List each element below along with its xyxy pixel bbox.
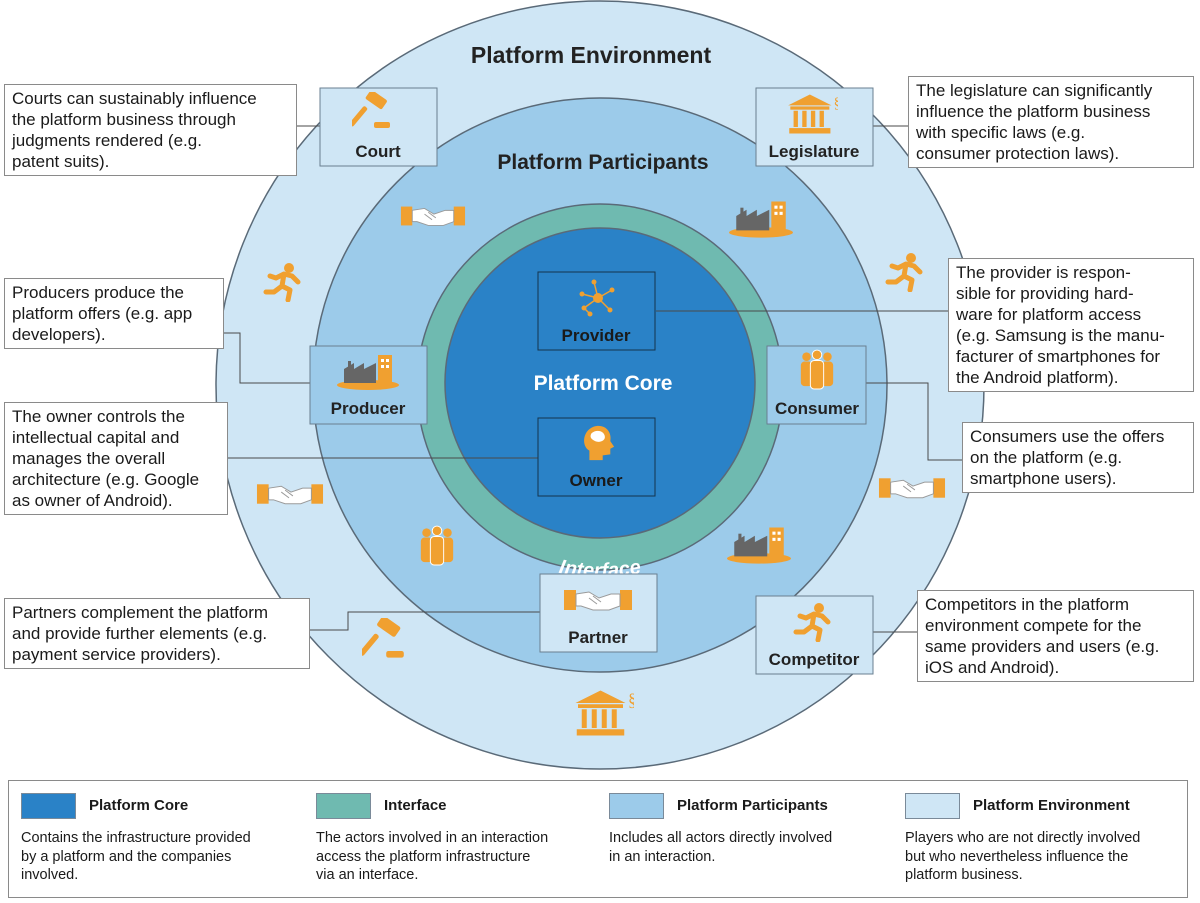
court-callout: Courts can sustainably influence the pla… — [4, 84, 297, 176]
consumer-label: Consumer — [775, 399, 859, 418]
consumer-node[interactable]: Consumer — [766, 345, 867, 425]
court-label: Court — [355, 142, 401, 161]
legend-title-interface: Interface — [384, 797, 447, 814]
competitor-node[interactable]: Competitor — [755, 595, 874, 675]
legend-title-environment: Platform Environment — [973, 797, 1130, 814]
group-icon — [420, 525, 454, 566]
legislature-node[interactable]: Legislature — [755, 87, 874, 167]
owner-node[interactable]: Owner — [537, 417, 656, 497]
legend-desc-interface: The actors involved in an interaction ac… — [316, 830, 549, 883]
producer-node[interactable]: Producer — [309, 345, 428, 425]
participants-title: Platform Participants — [497, 151, 708, 174]
legend-swatch-core — [21, 793, 76, 819]
provider-label: Provider — [562, 326, 631, 345]
consumer-callout: Consumers use the offers on the platform… — [962, 422, 1194, 493]
legend-title-participants: Platform Participants — [677, 797, 828, 814]
partner-node[interactable]: Partner — [539, 573, 658, 653]
owner-label: Owner — [570, 471, 623, 490]
competitor-label: Competitor — [769, 650, 860, 669]
legend-swatch-interface — [316, 793, 371, 819]
legend-desc-environment: Players who are not directly involved bu… — [905, 830, 1141, 883]
provider-node[interactable]: Provider — [537, 271, 656, 351]
partner-callout: Partners complement the platform and pro… — [4, 598, 310, 669]
connector-lines — [224, 125, 962, 633]
producer-label: Producer — [331, 399, 406, 418]
owner-callout: The owner controls the intellectual capi… — [4, 402, 228, 515]
legend: Platform Core Contains the infrastructur… — [8, 780, 1188, 898]
producer-callout: Producers produce the platform offers (e… — [4, 278, 224, 349]
legislature-callout: The legislature can significantly influe… — [908, 76, 1194, 168]
court-node[interactable]: Court — [319, 87, 438, 167]
core-title: Platform Core — [534, 372, 673, 395]
legislature-label: Legislature — [769, 142, 860, 161]
core-circle — [444, 227, 756, 539]
provider-callout: The provider is respon- sible for provid… — [948, 258, 1194, 392]
legend-desc-core: Contains the infrastructure provided by … — [21, 830, 251, 883]
legend-swatch-participants — [609, 793, 664, 819]
environment-title: Platform Environment — [471, 42, 712, 68]
partner-label: Partner — [568, 628, 628, 647]
legend-desc-participants: Includes all actors directly involved in… — [609, 830, 833, 865]
competitor-callout: Competitors in the platform environment … — [917, 590, 1194, 682]
legend-title-core: Platform Core — [89, 797, 189, 814]
legend-swatch-environment — [905, 793, 960, 819]
group-icon — [800, 349, 834, 390]
